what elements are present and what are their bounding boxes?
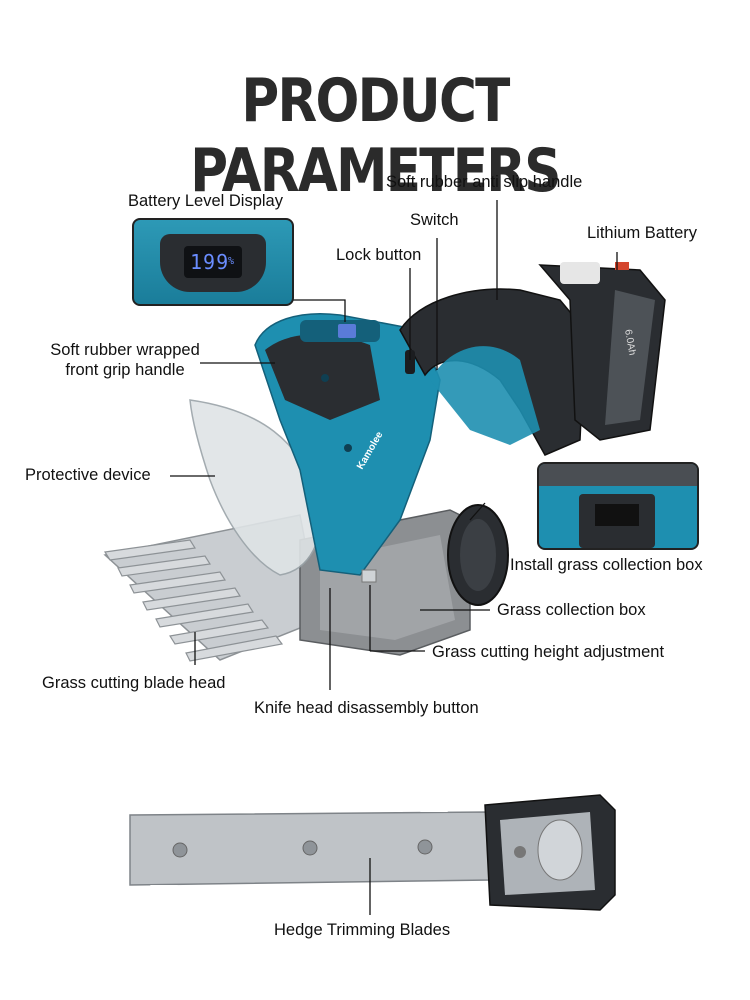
label-protective-device: Protective device [25, 466, 151, 484]
height-adjust-knob [361, 569, 377, 583]
hedge-trimming-blade [129, 794, 616, 915]
label-hedge-blades: Hedge Trimming Blades [274, 921, 451, 939]
label-collection-box: Grass collection box [497, 601, 646, 619]
label-soft-rubber-handle: Soft rubber anti slip handle [386, 173, 583, 191]
label-front-grip-line2: front grip handle [65, 360, 185, 379]
battery-percentage-unit: % [228, 256, 235, 267]
label-front-grip: Soft rubber wrapped front grip handle [40, 341, 210, 381]
protective-shield [189, 399, 322, 576]
battery-display-inset: 199 % [132, 218, 294, 306]
label-lithium-battery: Lithium Battery [587, 224, 698, 242]
label-install-box: Install grass collection box [510, 556, 703, 574]
battery-button [560, 262, 600, 284]
label-front-grip-line1: Soft rubber wrapped [50, 341, 200, 359]
label-switch: Switch [410, 211, 459, 229]
battery-percentage-readout: 199 [190, 250, 230, 274]
label-blade-head: Grass cutting blade head [42, 674, 226, 692]
install-box-inset [537, 462, 699, 550]
label-height-adjustment: Grass cutting height adjustment [432, 643, 665, 661]
label-knife-disassembly: Knife head disassembly button [254, 699, 479, 717]
label-battery-level-display: Battery Level Display [128, 192, 283, 210]
leader-lines [170, 200, 618, 690]
page-title: PRODUCT PARAMETERS [190, 66, 561, 206]
battery-spec-text: 6.0Ah [622, 329, 637, 357]
label-lock-button: Lock button [336, 246, 422, 264]
switch-shape [405, 350, 415, 374]
